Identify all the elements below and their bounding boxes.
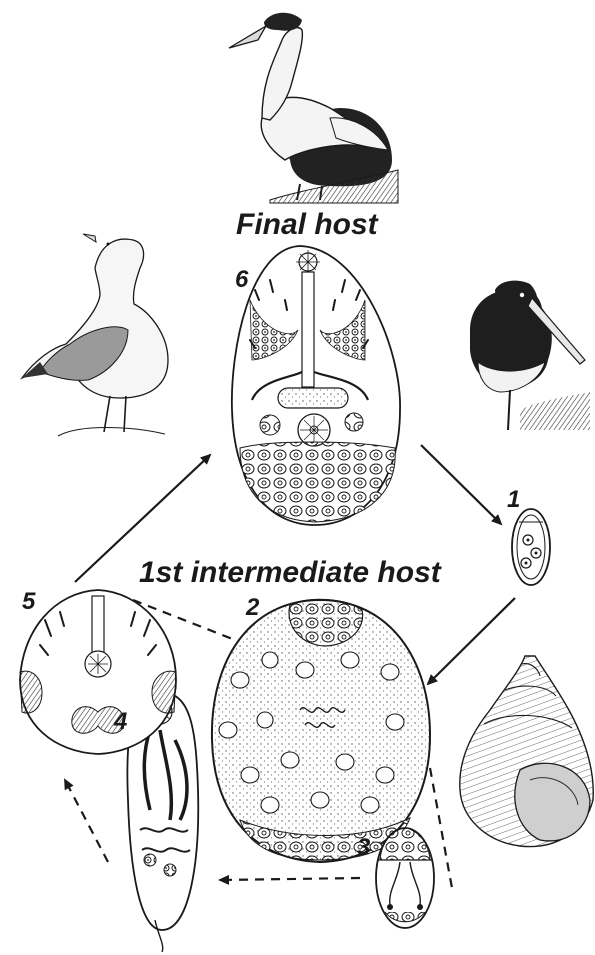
final-host-label: Final host: [236, 210, 378, 240]
stage-number-5: 5: [22, 590, 35, 614]
herring-gull-illustration: [22, 234, 168, 436]
stage-1-egg: [512, 509, 550, 585]
stage-5-metacercaria: [20, 590, 176, 754]
arrow-redia-to-metacercaria: [65, 780, 108, 862]
first-intermediate-host-label: 1st intermediate host: [139, 558, 441, 588]
stage-2-sporocyst: [212, 599, 430, 862]
arrow-adult-to-egg: [421, 445, 501, 524]
stage-6-adult: [232, 246, 400, 525]
stage-3-daughter-sporocyst: [376, 828, 434, 928]
stage-number-1: 1: [507, 488, 520, 512]
eider-duck-illustration: [229, 13, 398, 203]
stage-number-3: 3: [357, 836, 370, 860]
arrow-daughter-to-redia: [220, 878, 360, 880]
stage-number-2: 2: [246, 596, 259, 620]
stage-number-4: 4: [114, 710, 127, 734]
stage-number-6: 6: [235, 268, 248, 292]
periwinkle-snail-illustration: [460, 656, 593, 847]
arrow-egg-to-sporocyst: [428, 598, 515, 684]
oystercatcher-illustration: [470, 281, 590, 430]
